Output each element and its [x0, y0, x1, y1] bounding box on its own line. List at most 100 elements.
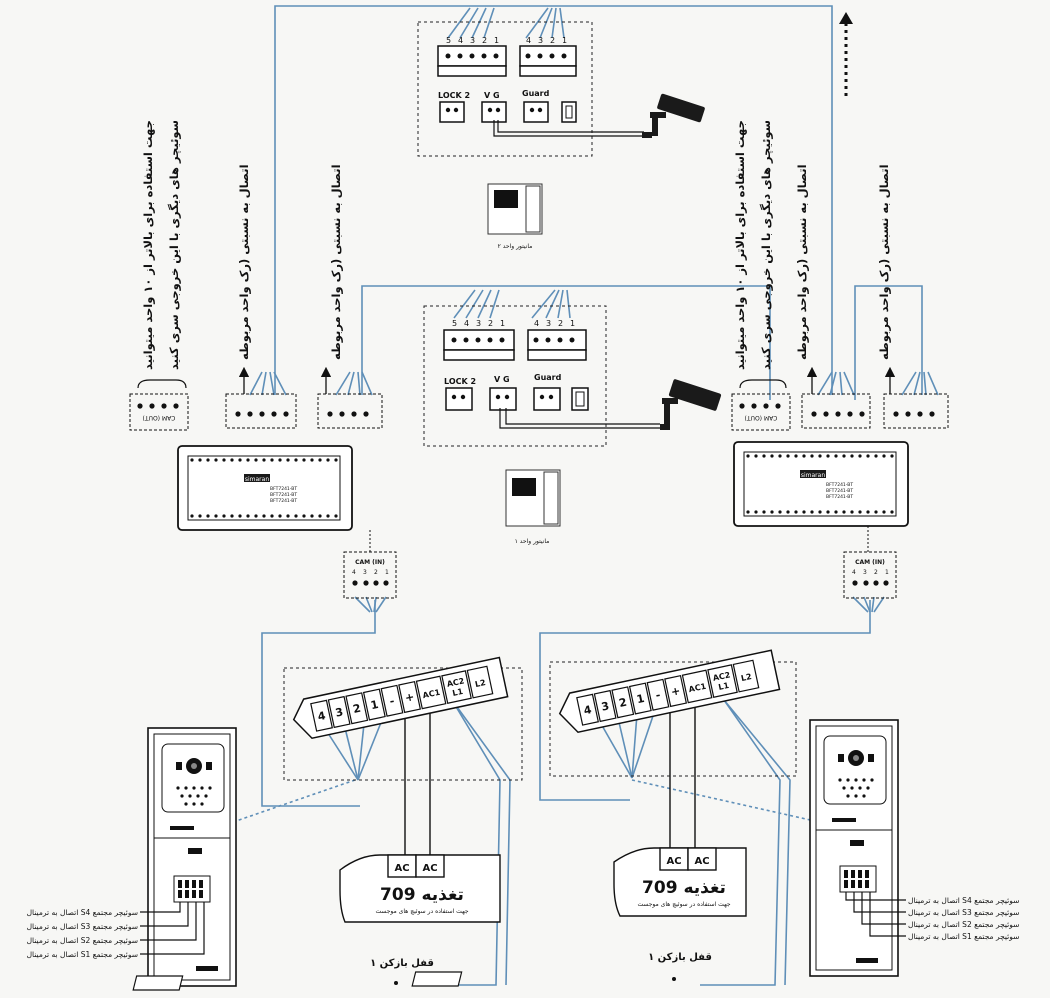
switch-line-label: اتصال به ترمینال S4 سوئیچر مجتمع — [908, 896, 1019, 905]
terminal-label: AC1 — [688, 682, 708, 695]
lock-connector — [445, 387, 473, 411]
pin-label: 3 — [538, 36, 543, 45]
pin-label: 2 — [488, 319, 493, 328]
terminal-a-pins: 5 4 3 2 1 — [445, 36, 499, 59]
switcher-left: CAM (OUT) simaran BFT7241-BT BFT7241-BT … — [129, 366, 397, 599]
terminal-label: + — [670, 684, 682, 699]
switch-line-label: اتصال به ترمینال S1 سوئیچر مجتمع — [27, 950, 138, 959]
cam-out-connector — [129, 393, 189, 431]
output-5-connector — [225, 393, 297, 429]
vg-connector — [489, 387, 517, 411]
pin-label: 3 — [546, 319, 551, 328]
door-lock-right: قفل بازکن ۱ — [411, 952, 712, 987]
pin-label: 5 — [446, 36, 451, 45]
terminal-label: - — [654, 688, 661, 702]
pin-label: 4 — [352, 569, 356, 576]
terminal-cell — [732, 659, 760, 693]
pin-label: 2 — [550, 36, 555, 45]
pin-label: 2 — [374, 569, 378, 576]
lock-icon — [411, 971, 463, 987]
switcher-brand: simaran — [801, 472, 825, 479]
lock-label: LOCK 2 — [438, 91, 470, 100]
note-text: اتصال به نسبتی (رک واحد مربوطه — [877, 164, 892, 360]
output-4-connector — [317, 393, 383, 429]
terminal-cell — [611, 686, 635, 719]
note-text: سوئیچر های دیگری با این خروجی سری کنید — [759, 120, 774, 370]
cam-in-label: CAM (IN) — [355, 559, 385, 566]
guard-connector — [533, 387, 561, 411]
guard-label: Guard — [522, 89, 550, 98]
lock-caption: قفل بازکن ۱ — [370, 958, 434, 969]
terminal-cell — [646, 678, 670, 711]
monitor-unit-1-icon: مانیتور واحد ۱ — [505, 469, 561, 545]
riser-continue-arrow — [839, 12, 853, 96]
monitor-unit-1-block: 5 4 3 2 1 4 3 2 1 LOCK 2 V G Guard — [423, 305, 660, 447]
switcher-body — [733, 441, 909, 527]
lock-connector — [439, 101, 465, 123]
pin-label: 5 — [452, 319, 457, 328]
pin-label: 2 — [558, 319, 563, 328]
ac-terminal — [415, 854, 445, 878]
switcher-model: BFT7241-BT — [826, 482, 853, 488]
terminal-cell — [310, 699, 333, 732]
door-panel-right — [809, 719, 906, 977]
power-supply-right: AC AC تغذیه 709 جهت استفاده در سوئیچ های… — [613, 847, 747, 917]
pin-label: 1 — [570, 319, 575, 328]
pin-label: 2 — [874, 569, 878, 576]
lock-icon — [132, 975, 184, 991]
cam-in-label: CAM (IN) — [855, 559, 885, 566]
ac-label: AC — [394, 863, 409, 874]
pin-label: 4 — [526, 36, 531, 45]
door-panel-left — [140, 727, 237, 987]
power-supply-left: AC AC تغذیه 709 جهت استفاده در سوئیچ های… — [339, 854, 501, 923]
power-title: تغذیه 709 — [380, 885, 464, 905]
terminal-label: + — [404, 690, 416, 705]
terminal-cell — [380, 684, 404, 717]
switch-line-label: اتصال به ترمینال S3 سوئیچر مجتمع — [27, 922, 138, 931]
pin-label: 3 — [363, 569, 367, 576]
output-4-connector — [883, 393, 949, 429]
switch-line-label: اتصال به ترمینال S2 سوئیچر مجتمع — [27, 936, 138, 945]
pin-label: 4 — [852, 569, 856, 576]
terminal-label: 3 — [600, 699, 610, 713]
pin-label: 2 — [482, 36, 487, 45]
ac-wires — [404, 696, 696, 855]
terminal-cell — [664, 674, 688, 708]
terminal-label: 3 — [334, 705, 344, 719]
notes-left: جهت استفاده برای بالاتر از ۱۰ واحد میتوا… — [141, 120, 344, 370]
output-5-connector — [801, 393, 871, 429]
note-text: اتصال به نسبتی (رک واحد مربوطه — [237, 164, 252, 360]
pin-label: 3 — [863, 569, 867, 576]
terminal-label: L2 — [474, 678, 486, 689]
pin-label: 1 — [385, 569, 389, 576]
switcher-model: BFT7241-BT — [270, 486, 297, 492]
terminal-cell — [345, 692, 369, 725]
terminal-cell — [466, 665, 494, 699]
terminal-cell — [707, 664, 738, 698]
switcher-model: BFT7241-BT — [826, 488, 853, 494]
terminal-label: 2 — [352, 702, 362, 716]
switch-line-label: اتصال به ترمینال S1 سوئیچر مجتمع — [908, 932, 1019, 941]
ac-label: AC — [666, 856, 681, 867]
camera-icon — [660, 379, 722, 430]
camera-icon — [642, 93, 705, 138]
switch-block — [839, 865, 877, 893]
monitor-caption: مانیتور واحد ۱ — [515, 538, 550, 545]
terminal-cell — [576, 693, 599, 726]
switcher-model: BFT7241-BT — [270, 498, 297, 504]
guard-label: Guard — [534, 373, 562, 382]
pin-label: 3 — [476, 319, 481, 328]
switch-block — [173, 875, 211, 903]
pin-label: 1 — [562, 36, 567, 45]
monitor-caption: مانیتور واحد ۲ — [498, 243, 533, 250]
lock-caption: قفل بازکن ۱ — [648, 952, 712, 963]
cam-in-connector — [843, 551, 897, 599]
cam-out-connector — [731, 393, 791, 431]
pin-label: 1 — [494, 36, 499, 45]
pin-label: 4 — [464, 319, 469, 328]
vg-label: V G — [494, 375, 510, 384]
terminal-label: L2 — [740, 672, 752, 683]
